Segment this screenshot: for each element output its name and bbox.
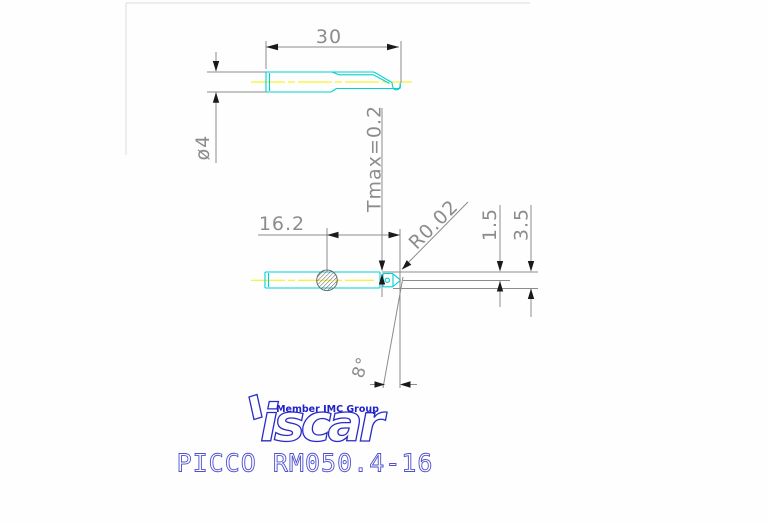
dim-diameter-4: ø4 <box>192 52 266 163</box>
arrowhead <box>378 260 386 271</box>
dim-3-5-label: 3.5 <box>511 208 533 241</box>
arrowhead <box>266 43 278 51</box>
right-extension-lines <box>382 271 538 289</box>
arrowhead <box>496 281 504 292</box>
arrowhead <box>527 261 535 272</box>
top-view-tool-outline <box>265 71 401 93</box>
branding: iscar Member IMC Group PICCO RM050.4-16 <box>176 393 434 478</box>
iscar-logo-slash <box>248 393 263 421</box>
iscar-logo-text: iscar <box>260 394 388 454</box>
dim-tmax: Tmax=0.2 <box>364 105 386 297</box>
clamp-position-marker <box>316 269 338 292</box>
arrowhead <box>496 261 504 272</box>
arrowhead <box>212 61 220 72</box>
dim-16-2: 16.2 <box>258 213 401 388</box>
member-imc-group-label: Member IMC Group <box>276 404 379 415</box>
coolant-hole <box>384 277 390 283</box>
dim-30: 30 <box>265 26 402 83</box>
dim-angle-label: 8° <box>348 354 374 380</box>
dim-diameter-label: ø4 <box>192 135 214 161</box>
arrowhead <box>374 381 385 388</box>
dim-1-5: 1.5 <box>479 205 504 307</box>
arrowhead <box>387 43 399 51</box>
side-view: 16.2 Tmax=0.2 R0.02 1.5 <box>251 105 538 389</box>
part-number-label: PICCO RM050.4-16 <box>177 449 434 478</box>
arrowhead <box>388 231 400 239</box>
dim-1-5-label: 1.5 <box>479 208 501 241</box>
dim-r002: R0.02 <box>401 196 469 270</box>
arrowhead <box>527 288 535 299</box>
dim-30-label: 30 <box>316 26 342 48</box>
dim-angle-8: 8° <box>348 276 417 389</box>
arrowhead <box>327 231 339 239</box>
arrowhead <box>402 260 412 270</box>
top-view: 30 ø4 <box>192 26 412 163</box>
dim-r002-label: R0.02 <box>405 196 463 254</box>
arrowhead <box>212 92 220 103</box>
dim-3-5: 3.5 <box>511 205 535 317</box>
dim-16-2-label: 16.2 <box>259 213 305 235</box>
drawing-frame <box>125 2 530 155</box>
arrowhead <box>378 274 386 285</box>
dim-tmax-label: Tmax=0.2 <box>364 105 386 213</box>
arrowhead <box>400 381 411 388</box>
